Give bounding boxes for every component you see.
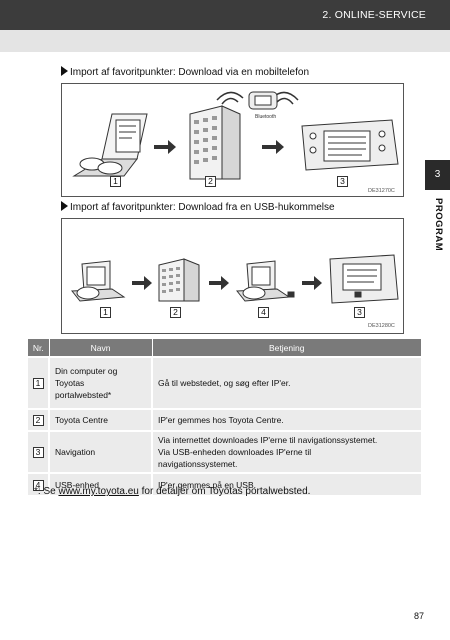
bluetooth-label: Bluetooth: [255, 114, 276, 120]
row-number: 4: [32, 479, 44, 491]
arrow-icon: [209, 276, 229, 290]
row-action: IP'er gemmes på en USB.: [152, 472, 421, 495]
figure1-step-1: 1: [110, 176, 121, 187]
footnote: *: Se www.my.toyota.eu for detaljer om T…: [34, 486, 311, 497]
row-name: Navigation: [49, 430, 153, 473]
header-nr: Nr.: [28, 339, 50, 357]
page-number: 87: [414, 611, 425, 621]
building-icon: [189, 105, 241, 180]
row-number: 1: [32, 378, 44, 389]
figure2-illustration: 1 2 4 3 DE31280C: [61, 218, 404, 334]
table-header-row: Nr. Navn Betjening: [28, 339, 421, 357]
row-name: Din computer og Toyotas portalwebsted*: [49, 356, 153, 409]
building-icon: [158, 258, 200, 302]
laptop-usb-icon: [235, 260, 295, 302]
figure2-step-1: 1: [100, 307, 111, 318]
row-action: IP'er gemmes hos Toyota Centre.: [152, 408, 421, 431]
row-number: 2: [32, 415, 44, 426]
figure2-code: DE31280C: [368, 323, 395, 329]
figure1-heading: Import af favoritpunkter: Download via e…: [61, 66, 309, 78]
legend-table: Nr. Navn Betjening 1 Din computer og Toy…: [28, 339, 421, 495]
arrow-icon: [302, 276, 322, 290]
figure2-drawing: [70, 254, 399, 304]
figure2-heading: Import af favoritpunkter: Download fra e…: [61, 201, 335, 213]
table-row: 2 Toyota Centre IP'er gemmes hos Toyota …: [28, 408, 421, 431]
figure1-step-2: 2: [205, 176, 216, 187]
figure1-code: DE31270C: [368, 188, 395, 194]
figure1-step-3: 3: [337, 176, 348, 187]
figure1-illustration: Bluetooth 1 2 3 DE31270C: [61, 83, 404, 197]
figure2-step-2: 2: [170, 307, 181, 318]
figure1-drawing: Bluetooth: [72, 91, 399, 180]
row-name: USB-enhed: [49, 472, 153, 495]
portal-link[interactable]: www.my.toyota.eu: [58, 486, 139, 497]
header-bar: 2. ONLINE-SERVICE: [0, 0, 450, 30]
row-name: Toyota Centre: [49, 408, 153, 431]
arrow-icon: [262, 140, 284, 154]
chapter-tab[interactable]: 3: [425, 160, 450, 190]
figure2-step-3: 3: [354, 307, 365, 318]
laptop-icon: [70, 260, 126, 302]
header-name: Navn: [49, 339, 153, 357]
table-row: 3 Navigation Via internettet downloades …: [28, 430, 421, 473]
row-action: Via internettet downloades IP'erne til n…: [152, 430, 421, 473]
navigation-unit-icon: [329, 254, 399, 304]
triangle-bullet-icon: [61, 66, 68, 76]
table-row: 4 USB-enhed IP'er gemmes på en USB.: [28, 472, 421, 495]
mobile-phone-icon: [248, 91, 278, 110]
triangle-bullet-icon: [61, 201, 68, 211]
navigation-unit-icon: [301, 119, 399, 171]
row-number: 3: [32, 447, 44, 458]
arrow-icon: [132, 276, 152, 290]
table-row: 1 Din computer og Toyotas portalwebsted*…: [28, 356, 421, 409]
header-subbar: [0, 30, 450, 52]
figure2-step-4: 4: [258, 307, 269, 318]
row-action: Gå til webstedet, og søg efter IP'er.: [152, 356, 421, 409]
header-action: Betjening: [152, 339, 421, 357]
laptop-icon: [72, 113, 148, 177]
section-title: 2. ONLINE-SERVICE: [322, 9, 426, 21]
arrow-icon: [154, 140, 176, 154]
chapter-label: PROGRAM: [433, 198, 444, 252]
